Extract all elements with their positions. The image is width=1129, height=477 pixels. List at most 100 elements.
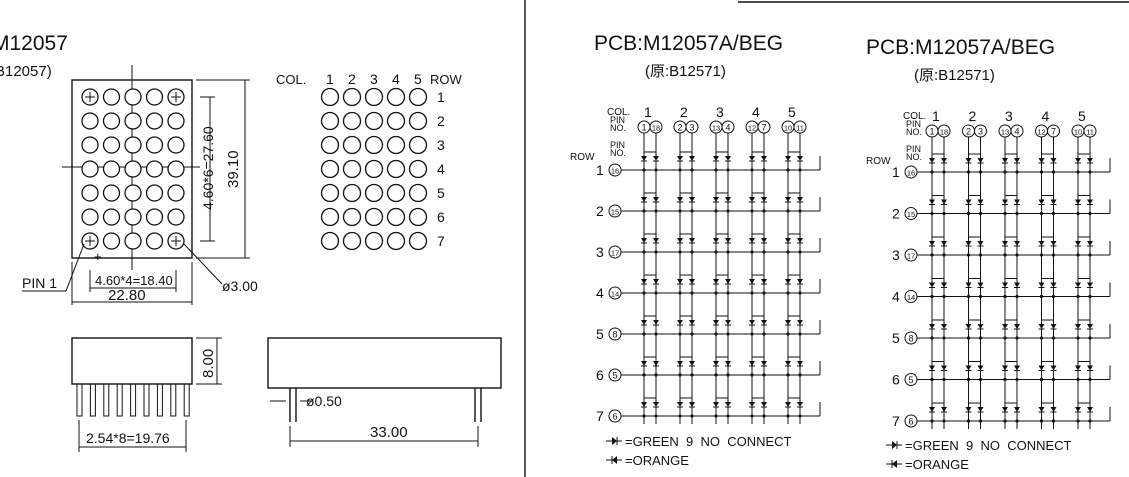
orange-diode — [1050, 199, 1057, 205]
row-number: 5 — [596, 326, 604, 342]
row-number: 6 — [892, 372, 900, 388]
junction-dot — [966, 336, 971, 340]
green-diode-symbol — [606, 437, 622, 445]
diode-pair — [641, 192, 659, 213]
diode-pair — [1038, 319, 1057, 340]
led-map-dot — [342, 159, 362, 179]
diode-pair — [749, 356, 767, 377]
junction-dot — [1039, 336, 1044, 340]
green-diode — [749, 402, 755, 407]
dim-pitch-horizontal: 4.60*4=18.40 — [95, 273, 173, 288]
row-pin-number: 17 — [907, 252, 915, 261]
led-dot — [102, 112, 121, 130]
diode-pair — [929, 402, 947, 423]
junction-dot — [786, 332, 790, 336]
diode-pair — [785, 274, 803, 295]
orange-diode — [653, 402, 659, 407]
led-map-row-number: 2 — [437, 113, 445, 129]
schematic-b: PCB:M12057A/BEG (原:B12571) COL. PIN NO. … — [866, 36, 1111, 472]
junction-dot — [930, 211, 934, 216]
orange-diode — [653, 156, 659, 161]
junction-dot — [654, 168, 658, 172]
column-pin-number: 3 — [689, 123, 694, 133]
junction-dot — [642, 373, 646, 377]
end-view-body — [267, 337, 502, 389]
green-diode — [641, 361, 647, 366]
diode-pair — [713, 356, 731, 377]
column-number: 3 — [716, 104, 724, 120]
diode-pair — [1038, 278, 1057, 299]
junction-dot — [930, 377, 934, 382]
green-diode — [1038, 282, 1045, 288]
junction-dot — [1051, 336, 1056, 340]
junction-dot — [690, 414, 694, 418]
orange-diode — [689, 279, 695, 284]
diode-pair — [1075, 361, 1093, 382]
side-pin — [170, 383, 177, 417]
diode-pair — [749, 192, 767, 213]
green-diode — [713, 197, 719, 202]
row-number: 7 — [596, 408, 604, 424]
led-map-dot — [364, 159, 384, 179]
junction-dot — [1003, 211, 1007, 216]
diode-pair — [1038, 195, 1057, 216]
diode-pair — [641, 151, 659, 172]
dimensional-drawing: M12057 (B12057) + 4.60*6=27.60 39.10 4.6… — [0, 32, 502, 452]
row-number: 7 — [892, 413, 900, 429]
orange-diode — [761, 197, 767, 202]
led-map-dot — [320, 207, 340, 227]
orange-diode — [689, 320, 695, 325]
diode-pair — [749, 151, 767, 172]
junction-dot — [786, 168, 790, 172]
led-dot — [167, 184, 185, 202]
orange-diode — [761, 238, 767, 243]
column-number: 1 — [932, 108, 940, 124]
diode-pair — [677, 397, 695, 418]
diode-pair — [677, 233, 695, 254]
led-dot — [102, 136, 121, 154]
green-diode — [713, 238, 719, 243]
orange-diode — [1014, 407, 1020, 412]
green-diode — [965, 199, 972, 205]
green-diode — [1075, 407, 1081, 412]
diode-pair — [749, 397, 767, 418]
dim-pin-pitch: 2.54*8=19.76 — [86, 430, 170, 446]
green-diode — [1002, 158, 1008, 163]
junction-dot — [1076, 336, 1080, 340]
junction-dot — [750, 209, 754, 213]
junction-dot — [750, 168, 754, 172]
diode-pair — [641, 274, 659, 295]
green-diode — [785, 320, 791, 325]
diode-pair — [1075, 195, 1093, 216]
orange-diode — [1087, 158, 1093, 163]
side-view-pins — [76, 383, 190, 417]
led-map-dot — [364, 135, 384, 155]
junction-dot — [1003, 377, 1007, 382]
led-map-dot — [386, 135, 406, 155]
junction-dot — [786, 291, 790, 295]
junction-dot — [798, 209, 802, 213]
led-dot — [124, 136, 142, 154]
diode-pair — [1002, 153, 1020, 174]
junction-dot — [786, 373, 790, 377]
orange-diode-symbol — [606, 456, 622, 464]
green-diode — [1002, 199, 1008, 205]
diode-pair — [1038, 153, 1057, 174]
led-map-dot — [408, 135, 428, 155]
junction-dot — [1088, 336, 1092, 340]
diode-pair — [1038, 361, 1057, 382]
column-pin-number: 7 — [1051, 127, 1056, 137]
row-pin-number: 15 — [611, 208, 619, 217]
orange-diode — [761, 156, 767, 161]
row-pin-number: 14 — [907, 293, 915, 302]
side-pin — [143, 383, 150, 417]
orange-diode — [1014, 241, 1020, 246]
junction-dot — [1015, 294, 1019, 299]
green-diode — [965, 365, 972, 371]
junction-dot — [966, 294, 971, 299]
junction-dot — [714, 209, 718, 213]
led-dot — [145, 160, 164, 178]
junction-dot — [1015, 253, 1019, 257]
green-diode — [785, 361, 791, 366]
junction-dot — [714, 414, 718, 418]
